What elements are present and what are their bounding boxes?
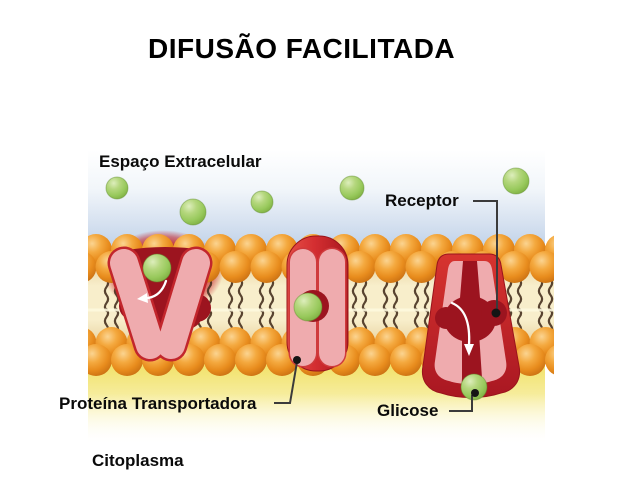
lipid-head (343, 251, 376, 283)
channel-arm-left (110, 249, 164, 359)
glucose-sphere (105, 176, 129, 200)
lipid-tail (258, 277, 265, 313)
lipid-head (359, 344, 391, 376)
receptor-flow-arrow (450, 301, 471, 347)
glucose-sphere (142, 253, 172, 283)
receptor-channel-top (460, 261, 480, 298)
lipid-head (514, 344, 546, 376)
channel-flow-arrowhead (137, 293, 148, 303)
glucose-spheres (105, 167, 530, 401)
lipid-tail (237, 277, 244, 313)
lipid-head (111, 344, 143, 376)
lipid-head (204, 344, 236, 376)
label-glucose: Glicose (377, 401, 439, 420)
channel-flow-arrow (146, 279, 168, 300)
lipid-head (88, 252, 97, 282)
lipid-head (374, 251, 407, 283)
glucose-leader-line (449, 395, 473, 412)
lipid-tail (392, 277, 399, 313)
lipid-tail (516, 277, 523, 313)
lipid-tail (268, 277, 275, 313)
lipid-head (390, 344, 422, 376)
lipid-tail (361, 277, 368, 313)
lipid-head (250, 251, 283, 283)
channel-arm-right (157, 249, 210, 359)
label-transport-protein: Proteína Transportadora (59, 394, 257, 413)
lipid-head (219, 251, 252, 283)
receptor-protein (421, 253, 521, 398)
glucose-sphere (179, 198, 207, 226)
glucose-sphere (502, 167, 530, 195)
glucose-leader-dot (471, 389, 479, 397)
glucose-sphere (339, 175, 365, 201)
lipid-head (529, 251, 554, 283)
lipid-tail (103, 277, 110, 313)
lipid-tail (413, 277, 420, 313)
receptor-flow-arrowhead (464, 344, 474, 356)
receptor-leader-dot (491, 308, 501, 318)
lipid-tail (351, 277, 358, 313)
glucose-sphere (460, 373, 488, 401)
lipid-head (561, 327, 593, 359)
transporter-leader-line (274, 361, 298, 404)
glucose-sphere (293, 292, 323, 322)
receptor-leader-line (473, 200, 498, 310)
lipid-tail (227, 277, 234, 313)
channel-protein (107, 246, 213, 362)
lipid-head (498, 251, 531, 283)
page-title: DIFUSÃO FACILITADA (148, 33, 456, 64)
lipid-head (49, 344, 81, 376)
lipid-tail (537, 277, 544, 313)
lipid-head (545, 345, 554, 375)
flow-arrows (137, 279, 474, 356)
receptor-bulge-left (435, 307, 457, 329)
leader-lines (274, 200, 501, 412)
lipid-head (49, 234, 81, 266)
lipid-head (561, 251, 593, 283)
lipid-head (235, 344, 267, 376)
label-cytoplasm: Citoplasma (92, 451, 184, 470)
lipid-head (88, 344, 112, 376)
label-receptor: Receptor (385, 191, 459, 210)
transporter-leader-dot (293, 356, 301, 364)
label-extracellular-space: Espaço Extracelular (99, 152, 262, 171)
glucose-sphere (250, 190, 274, 214)
lipid-head (405, 251, 438, 283)
lipid-tail (423, 277, 430, 313)
lipid-tail (382, 277, 389, 313)
lipid-tail (547, 277, 554, 313)
